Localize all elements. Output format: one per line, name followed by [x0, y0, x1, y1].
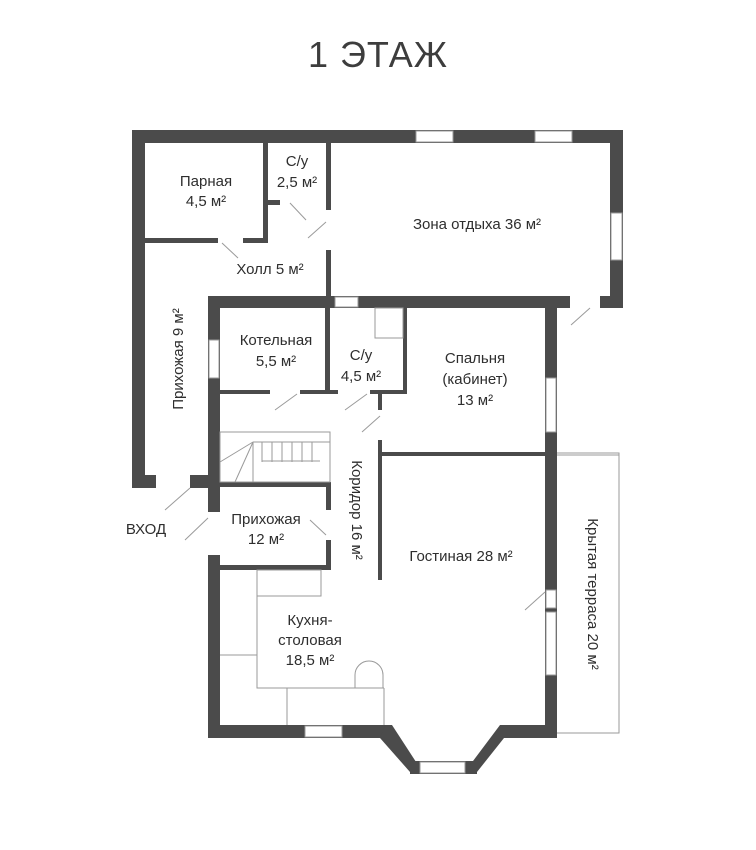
- room-su1-area: 2,5 м²: [277, 174, 317, 191]
- room-prihozhaya9-label: Прихожая 9 м²: [170, 308, 187, 410]
- room-prihozhaya12-area: 12 м²: [248, 531, 284, 548]
- room-holl-label: Холл 5 м²: [236, 261, 303, 278]
- walls: [132, 130, 623, 774]
- terrace: [557, 452, 620, 734]
- room-su2-name: С/у: [350, 347, 373, 364]
- entrance-label: ВХОД: [126, 521, 166, 538]
- room-koridor-label: Коридор 16 м²: [348, 460, 365, 560]
- kitchen-furniture: [220, 307, 404, 725]
- room-parnaya-name: Парная: [180, 173, 232, 190]
- room-gostinaya-label: Гостиная 28 м²: [409, 548, 512, 565]
- stairs: [219, 431, 331, 483]
- room-spalnya-sub: (кабинет): [442, 371, 507, 388]
- room-terrasa-label: Крытая терраса 20 м²: [584, 518, 601, 669]
- room-su1-name: С/у: [286, 153, 309, 170]
- room-su2-area: 4,5 м²: [341, 368, 381, 385]
- room-zona-label: Зона отдыха 36 м²: [413, 216, 541, 233]
- room-kotelnaya-area: 5,5 м²: [256, 353, 296, 370]
- floor-title: 1 ЭТАЖ: [308, 34, 448, 75]
- room-prihozhaya12-name: Прихожая: [231, 511, 301, 528]
- room-kotelnaya-name: Котельная: [240, 332, 313, 349]
- doors: [164, 202, 591, 611]
- room-spalnya-name: Спальня: [445, 350, 505, 367]
- room-parnaya-area: 4,5 м²: [186, 193, 226, 210]
- room-kuhnya-area: 18,5 м²: [286, 652, 335, 669]
- room-kuhnya-name1: Кухня-: [287, 612, 332, 629]
- room-spalnya-area: 13 м²: [457, 392, 493, 409]
- room-kuhnya-name2: столовая: [278, 632, 342, 649]
